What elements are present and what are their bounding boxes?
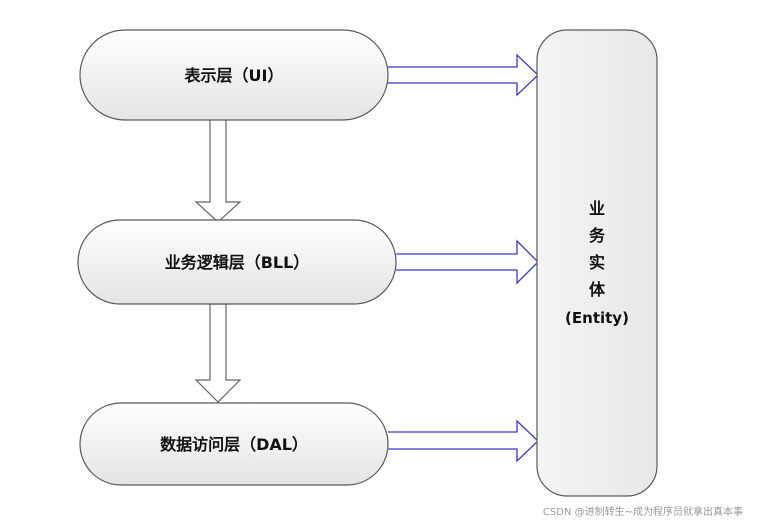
ui-layer-label: 表示层（UI） <box>184 66 284 85</box>
entity-label-line-4: 体 <box>589 280 606 299</box>
right-arrow-ui-to-entity <box>387 53 539 97</box>
entity-label-line-2: 务 <box>589 226 606 245</box>
entity-label-line-3: 实 <box>589 253 605 272</box>
ui-layer-box <box>79 29 389 121</box>
down-arrow-ui-to-bll <box>194 117 242 223</box>
dal-layer-box <box>79 402 389 486</box>
entity-label-line-5: (Entity) <box>565 309 629 327</box>
bll-layer-box <box>77 219 397 305</box>
right-arrow-bll-to-entity <box>396 239 539 285</box>
right-arrow-dal-to-entity <box>388 419 539 463</box>
dal-layer-label: 数据访问层（DAL） <box>160 435 308 454</box>
entity-label-line-1: 业 <box>589 199 605 218</box>
bll-layer-label: 业务逻辑层（BLL） <box>165 253 310 272</box>
entity-box <box>536 29 658 497</box>
down-arrow-bll-to-dal <box>194 303 242 403</box>
watermark: CSDN @进制转生~成为程序员就拿出真本事 <box>542 507 743 518</box>
